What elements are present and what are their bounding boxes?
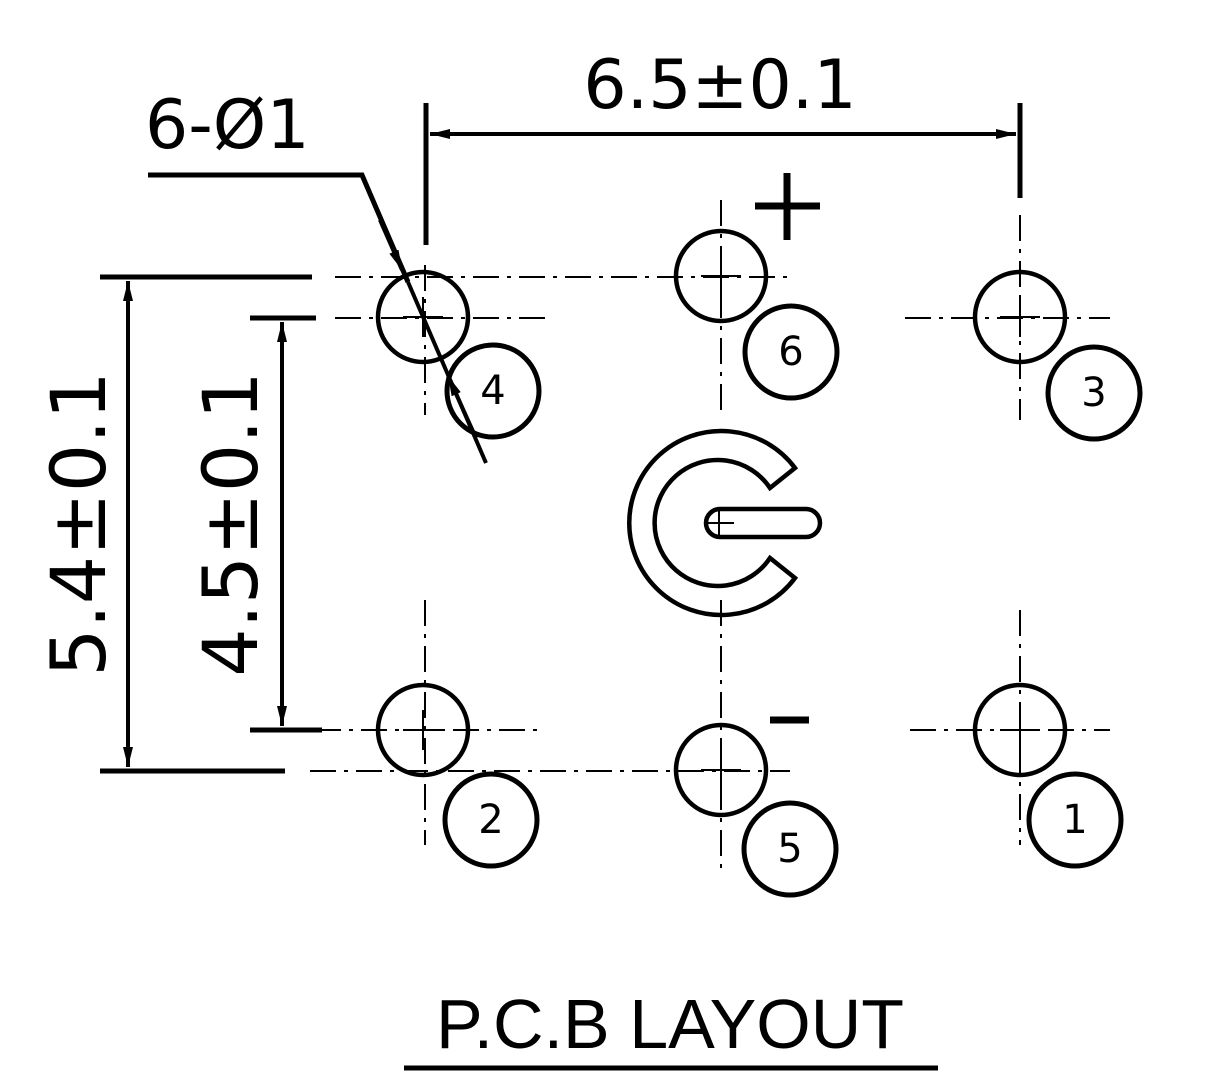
pcb-holes — [375, 228, 1068, 818]
pin-5-bubble: 5 — [741, 800, 839, 898]
pin-3-label: 3 — [1081, 370, 1106, 416]
pin-4-bubble: 4 — [444, 342, 542, 440]
pin-labels: 4 6 3 2 5 1 — [442, 303, 1143, 898]
hole-2 — [375, 682, 471, 778]
hole-callout-label: 6-Ø1 — [145, 86, 310, 165]
dimension-vertical-inner: 4.5±0.1 — [186, 315, 322, 733]
hole-5 — [673, 722, 769, 818]
center-slot — [627, 428, 823, 618]
page-title: P.C.B LAYOUT — [436, 985, 904, 1063]
hole-6 — [673, 228, 769, 324]
pin-5-label: 5 — [777, 826, 802, 872]
pin-1-bubble: 1 — [1026, 771, 1124, 869]
pin-6-label: 6 — [778, 329, 803, 375]
pin-1-label: 1 — [1062, 797, 1087, 843]
dimension-vertical-outer: 5.4±0.1 — [34, 274, 312, 774]
pin-2-bubble: 2 — [442, 771, 540, 869]
hole-1 — [972, 682, 1068, 778]
hole-3 — [972, 269, 1068, 365]
dimension-horizontal: 6.5±0.1 — [423, 46, 1023, 245]
polarity-marks — [755, 173, 820, 724]
dimension-5-4-label: 5.4±0.1 — [34, 371, 123, 676]
dimension-6-5-label: 6.5±0.1 — [583, 46, 856, 125]
pin-2-label: 2 — [478, 797, 503, 843]
dimension-4-5-label: 4.5±0.1 — [186, 371, 275, 676]
pin-4-label: 4 — [480, 368, 505, 414]
hole-callout: 6-Ø1 — [145, 86, 488, 464]
pin-3-bubble: 3 — [1045, 344, 1143, 442]
pin-6-bubble: 6 — [742, 303, 840, 401]
title-block: P.C.B LAYOUT — [404, 985, 938, 1071]
